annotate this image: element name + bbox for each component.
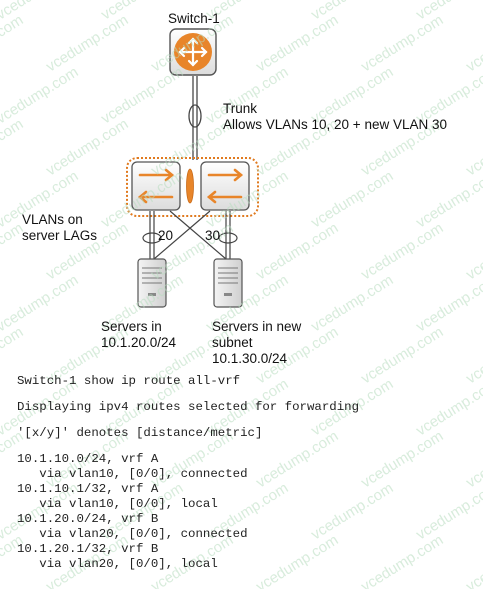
servers-right-line2: subnet bbox=[212, 335, 253, 350]
access-switch-right-icon bbox=[200, 161, 250, 211]
servers-left-line1: Servers in bbox=[101, 319, 162, 334]
route-line: via vlan10, [0/0], connected bbox=[17, 467, 248, 481]
server-lag-links bbox=[142, 210, 238, 260]
trunk-link bbox=[188, 76, 202, 160]
watermark-text: vcedump.com bbox=[308, 167, 396, 231]
watermark-text: vcedump.com bbox=[358, 11, 446, 75]
server-left-icon bbox=[137, 258, 167, 308]
watermark-text: vcedump.com bbox=[463, 115, 483, 179]
cli-legend: '[x/y]' denotes [distance/metric] bbox=[17, 426, 263, 440]
lag-group-outline bbox=[126, 157, 259, 217]
servers-right-line1: Servers in new bbox=[212, 319, 302, 334]
vlan-tag-right: 30 bbox=[205, 228, 221, 243]
watermark-text: vcedump.com bbox=[0, 11, 26, 75]
watermark-text: vcedump.com bbox=[253, 11, 341, 75]
cli-heading: Displaying ipv4 routes selected for forw… bbox=[17, 400, 360, 414]
route-line: via vlan20, [0/0], local bbox=[17, 557, 218, 571]
route-line: 10.1.10.0/24, vrf A bbox=[17, 452, 159, 466]
vlans-label-line1: VLANs on bbox=[22, 212, 83, 227]
servers-left-line2: 10.1.20.0/24 bbox=[101, 335, 177, 350]
trunk-detail: Allows VLANs 10, 20 + new VLAN 30 bbox=[223, 117, 447, 132]
server-right-icon bbox=[213, 258, 243, 308]
watermark-text: vcedump.com bbox=[358, 219, 446, 283]
watermark-text: vcedump.com bbox=[308, 271, 396, 335]
vlans-label-line2: server LAGs bbox=[22, 228, 98, 243]
watermark-text: vcedump.com bbox=[98, 63, 186, 127]
watermark-text: vcedump.com bbox=[43, 115, 131, 179]
route-line: via vlan10, [0/0], local bbox=[17, 497, 218, 511]
route-line: 10.1.10.1/32, vrf A bbox=[17, 482, 159, 496]
watermark-text: vcedump.com bbox=[463, 219, 483, 283]
servers-right-line3: 10.1.30.0/24 bbox=[212, 351, 288, 366]
trunk-title: Trunk bbox=[223, 101, 258, 116]
route-line: 10.1.20.1/32, vrf B bbox=[17, 542, 159, 556]
watermark-text: vcedump.com bbox=[43, 11, 131, 75]
watermark-text: vcedump.com bbox=[253, 219, 341, 283]
watermark-text: vcedump.com bbox=[463, 11, 483, 75]
route-line: via vlan20, [0/0], connected bbox=[17, 527, 248, 541]
access-switch-left-icon bbox=[131, 161, 181, 211]
switch-label: Switch-1 bbox=[168, 11, 220, 26]
watermark-text: vcedump.com bbox=[0, 115, 26, 179]
isl-link-icon bbox=[186, 168, 194, 204]
core-switch-icon bbox=[169, 28, 217, 76]
vlan-tag-left: 20 bbox=[158, 228, 174, 243]
cli-command: Switch-1 show ip route all-vrf bbox=[17, 374, 241, 388]
cli-output: Switch-1 show ip route all-vrf Displayin… bbox=[17, 374, 477, 572]
route-line: 10.1.20.0/24, vrf B bbox=[17, 512, 159, 526]
